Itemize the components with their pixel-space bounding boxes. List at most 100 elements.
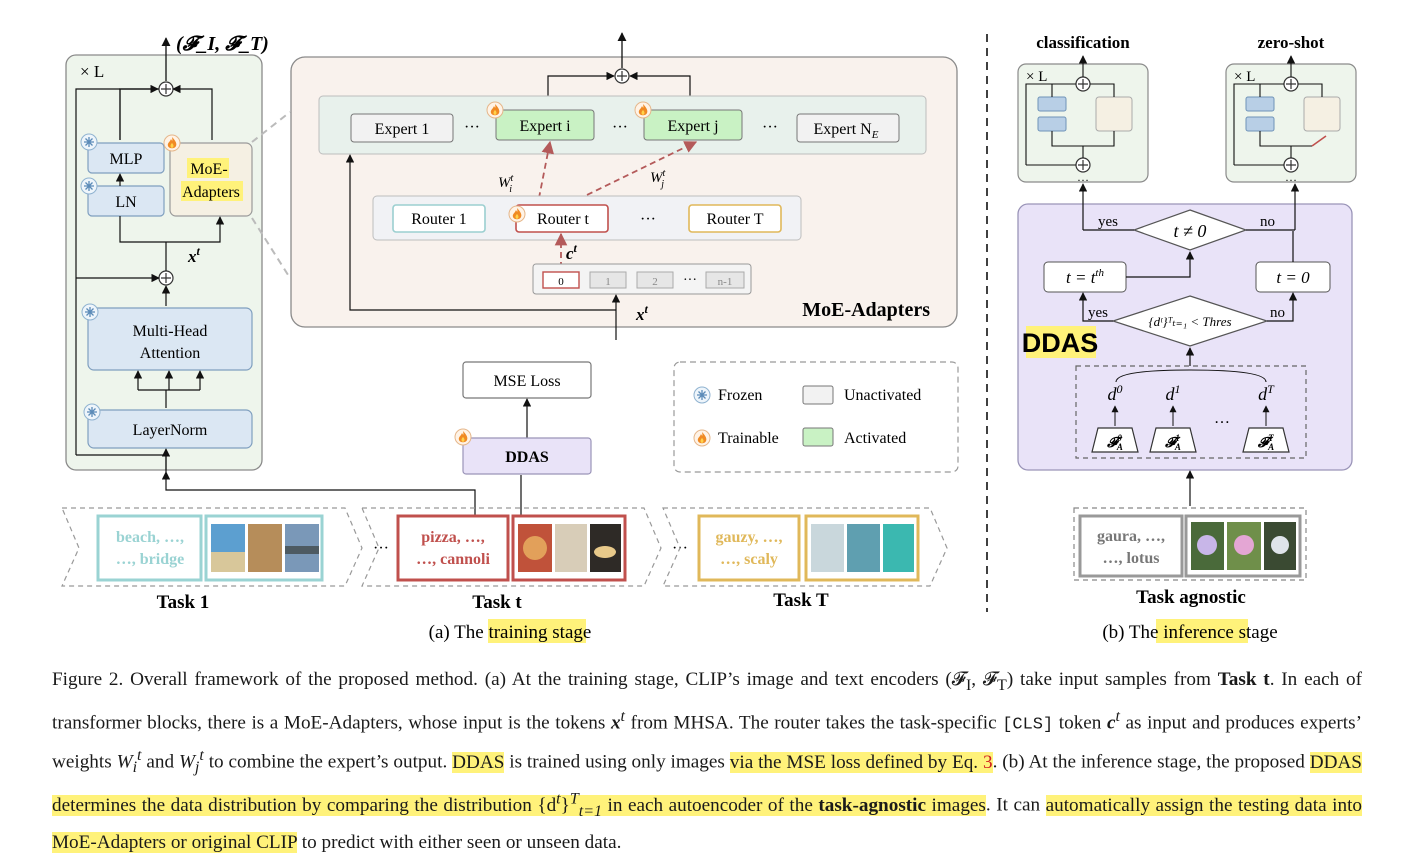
mlp-box: [87, 142, 165, 174]
legend-frozen: Frozen: [718, 387, 762, 404]
svg-text:× L: × L: [1234, 69, 1255, 85]
layernorm-box: [87, 409, 253, 449]
dots: …: [1214, 410, 1230, 427]
svg-text:𝓕1A: 𝓕1A: [1164, 433, 1181, 452]
dots: ···: [373, 540, 389, 557]
moe-panel-title: MoE-Adapters: [802, 299, 930, 321]
moe-label-1: MoE-: [190, 161, 227, 178]
svg-text:𝓕0A: 𝓕0A: [1106, 433, 1123, 452]
expert-1-box: [350, 113, 454, 143]
snowflake-icon: [81, 303, 99, 321]
svg-text:× L: × L: [1026, 69, 1047, 85]
add-icon: [158, 81, 174, 97]
svg-text:t ≠ 0: t ≠ 0: [1174, 221, 1207, 241]
xt-input-label: xt: [635, 302, 649, 324]
router-1-box: [392, 204, 486, 233]
cls-token: [542, 271, 580, 289]
fire-icon: [693, 429, 711, 447]
yes-label: yes: [1088, 305, 1108, 321]
token: [636, 271, 674, 289]
svg-text:…: …: [1285, 170, 1297, 184]
agnostic-label: Task agnostic: [1136, 587, 1246, 608]
add-icon: [158, 270, 174, 286]
token-1: 1: [605, 276, 611, 288]
inference-panel: classification zero-shot × L … × L: [1017, 33, 1357, 608]
svg-text:…: …: [1077, 170, 1089, 184]
ct-label: ct: [566, 241, 578, 263]
decision-t-neq-0: [1132, 209, 1248, 251]
expert-1-label: Expert 1: [375, 121, 430, 138]
fire-icon: [163, 134, 181, 152]
add-icon: [1075, 76, 1091, 92]
legend-unactivated: Unactivated: [844, 387, 921, 404]
autoencoder-1: [1149, 427, 1197, 453]
figure-caption: Figure 2. Overall framework of the propo…: [52, 669, 1362, 853]
classification-label: classification: [1036, 33, 1130, 52]
svg-text:𝓕TA: 𝓕TA: [1257, 433, 1274, 452]
mse-loss-label: MSE Loss: [493, 373, 560, 390]
moe-label-2: Adapters: [182, 184, 240, 201]
zero-shot-block: × L …: [1225, 63, 1357, 184]
agnostic-text-1: gaura, …,: [1097, 528, 1165, 545]
gauzy-image: [811, 524, 844, 572]
token-2: 2: [652, 276, 658, 288]
expert-j-box: [643, 109, 743, 141]
mha-label-2: Attention: [140, 345, 200, 362]
dots: ···: [762, 119, 778, 136]
d1-label: d1: [1166, 382, 1181, 404]
snowflake-icon: [80, 177, 98, 195]
transformer-block: × L (𝓕_I, 𝓕_T) MLP LN MoE- Adapters xt: [65, 33, 269, 472]
router-t-label: Router t: [537, 211, 590, 228]
snowflake-icon: [693, 386, 711, 404]
ln-box: [87, 185, 165, 217]
ddas-label: DDAS: [505, 449, 549, 466]
expert-i-box: [495, 109, 595, 141]
no-label: no: [1270, 305, 1285, 321]
dots: ···: [683, 273, 697, 288]
fire-icon: [508, 205, 526, 223]
mha-box: [87, 307, 253, 371]
ddas-box: [462, 437, 592, 475]
framework-figure: × L (𝓕_I, 𝓕_T) MLP LN MoE- Adapters xt: [61, 32, 1357, 643]
t-eq-tth-label: t = tth: [1066, 267, 1104, 287]
token-n-1: n-1: [718, 276, 733, 288]
layernorm-label: LayerNorm: [133, 422, 208, 439]
dots: ···: [640, 211, 656, 228]
legend-trainable: Trainable: [718, 430, 779, 447]
no-label: no: [1260, 214, 1275, 230]
task1-label: Task 1: [157, 592, 210, 613]
legend-activated: Activated: [844, 430, 906, 447]
expert-n-label: Expert NE: [814, 121, 879, 141]
dots: ···: [612, 119, 628, 136]
token: [589, 271, 627, 289]
expert-n-box: [796, 113, 900, 143]
router-T-box: [688, 204, 782, 233]
fire-icon: [454, 428, 472, 446]
dT-label: dT: [1258, 382, 1275, 404]
legend: Frozen Unactivated Trainable Activated: [673, 361, 959, 473]
mesh-image: [847, 524, 880, 572]
expert-i-label: Expert i: [519, 118, 571, 135]
agnostic-text-2: …, lotus: [1103, 550, 1160, 567]
xt-label: xt: [187, 244, 201, 266]
ln-label: LN: [115, 194, 137, 211]
zero-shot-label: zero-shot: [1258, 33, 1325, 52]
taskT-text-1: gauzy, …,: [715, 529, 782, 546]
router-T-label: Router T: [706, 211, 763, 228]
router-1-label: Router 1: [411, 211, 467, 228]
taskT-text-2: …, scaly: [720, 551, 778, 568]
token: [705, 271, 745, 289]
decision-threshold: [1111, 295, 1269, 347]
scaly-image: [883, 524, 914, 572]
fire-icon: [634, 101, 652, 119]
t-eq-0-label: t = 0: [1276, 268, 1310, 287]
classification-block: × L …: [1017, 63, 1149, 184]
autoencoder-0: [1091, 427, 1139, 453]
taskT-label: Task T: [773, 590, 829, 611]
moe-adapters-panel: MoE-Adapters Expert 1 ··· Expert i ··· E…: [290, 32, 958, 340]
subcaption-a: (a) The training stage: [429, 622, 592, 643]
task1-text-2: …, bridge: [116, 551, 184, 568]
snowflake-icon: [83, 403, 101, 421]
